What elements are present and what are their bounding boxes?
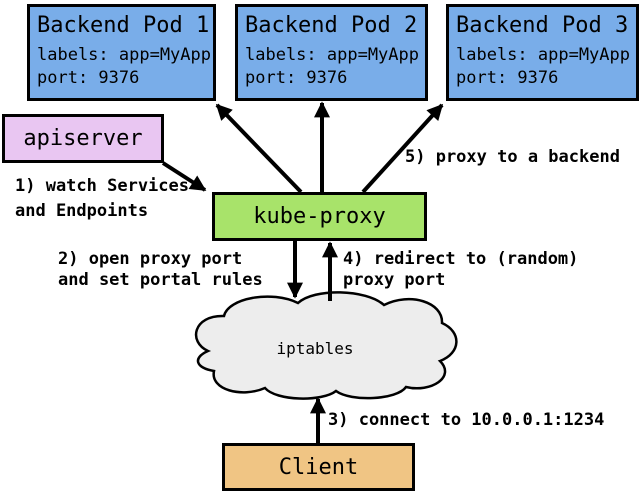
- backend-pod-1-box: Backend Pod 1 labels: app=MyApp port: 93…: [27, 4, 216, 101]
- pod-port-line: port: 9376: [37, 68, 140, 88]
- annotation-step1: 1) watch Services and Endpoints: [15, 174, 189, 224]
- pod-port-line: port: 9376: [245, 68, 348, 88]
- backend-pod-2-box: Backend Pod 2 labels: app=MyApp port: 93…: [235, 4, 428, 101]
- annotation-step4-line1: 4) redirect to (random): [343, 249, 579, 269]
- pod-title: Backend Pod 1: [37, 13, 210, 38]
- apiserver-label: apiserver: [23, 126, 143, 151]
- backend-pod-3-box: Backend Pod 3 labels: app=MyApp port: 93…: [446, 4, 639, 101]
- client-box: Client: [222, 443, 415, 491]
- annotation-step4-line2: proxy port: [343, 270, 446, 290]
- annotation-step3: 3) connect to 10.0.0.1:1234: [328, 410, 604, 431]
- annotation-step5-line1: 5) proxy to a backend: [405, 147, 620, 167]
- pod-labels-line: labels: app=MyApp: [37, 45, 211, 65]
- annotation-step2: 2) open proxy port and set portal rules: [58, 249, 263, 291]
- arrow-step5-kubeproxy-to-pod3: [361, 103, 444, 194]
- apiserver-box: apiserver: [2, 114, 164, 163]
- kube-proxy-label: kube-proxy: [253, 204, 386, 229]
- pod-title: Backend Pod 3: [456, 13, 629, 38]
- pod-port-line: port: 9376: [456, 68, 559, 88]
- pod-labels-line: labels: app=MyApp: [456, 45, 630, 65]
- annotation-step2-line2: and set portal rules: [58, 270, 263, 290]
- client-label: Client: [278, 454, 359, 480]
- annotation-step1-line2: and Endpoints: [15, 201, 149, 221]
- iptables-cloud-shape: [194, 291, 458, 400]
- arrow-step1-apiserver-to-kubeproxy: [161, 161, 207, 192]
- annotation-step5: 5) proxy to a backend: [405, 147, 620, 168]
- kube-proxy-box: kube-proxy: [212, 192, 427, 241]
- annotation-step2-line1: 2) open proxy port: [58, 249, 243, 269]
- iptables-label: iptables: [276, 339, 354, 358]
- pod-title: Backend Pod 2: [245, 13, 418, 38]
- arrow-step5-kubeproxy-to-pod1: [215, 103, 303, 194]
- pod-labels-line: labels: app=MyApp: [245, 45, 419, 65]
- annotation-step1-line1: 1) watch Services: [15, 176, 189, 196]
- annotation-step4: 4) redirect to (random) proxy port: [343, 249, 578, 291]
- annotation-step3-line1: 3) connect to 10.0.0.1:1234: [328, 410, 605, 430]
